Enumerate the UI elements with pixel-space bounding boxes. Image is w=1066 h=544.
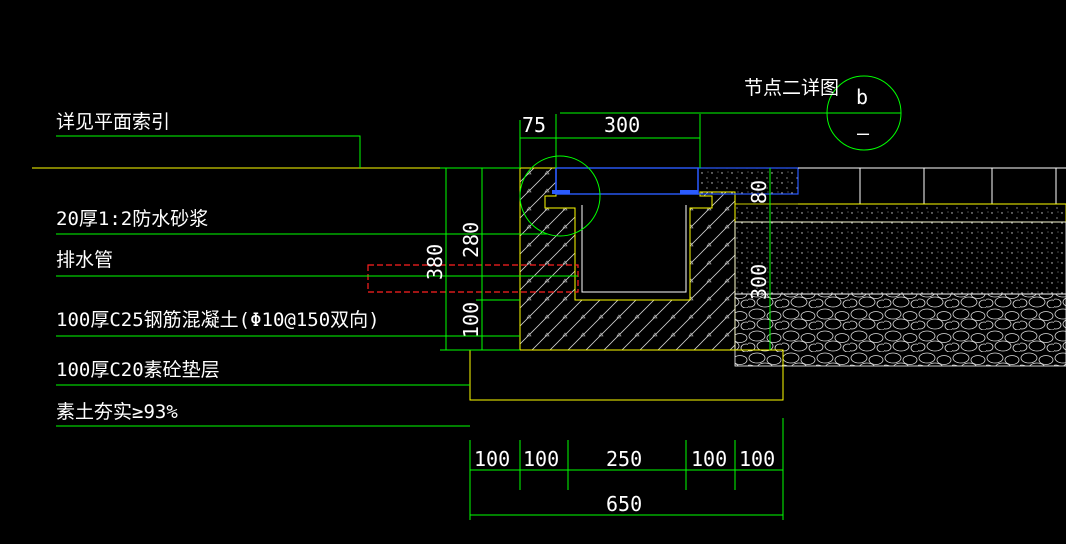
callout-waterproof-mortar: 20厚1:2防水砂浆: [56, 208, 208, 230]
callout-rc-concrete: 100厚C25钢筋混凝土(Φ10@150双向): [56, 309, 380, 331]
dim-bottom-seg-2: 100: [523, 447, 559, 471]
cover-support-right: [680, 190, 698, 194]
dim-bottom-seg-1: 100: [474, 447, 510, 471]
cover-support-left: [552, 190, 570, 194]
dim-height-total: 380: [423, 244, 447, 280]
detail-bubble-sub: –: [857, 121, 870, 145]
dim-bottom-seg-5: 100: [739, 447, 775, 471]
dim-cover: 80: [747, 180, 771, 204]
dim-right-depth: 300: [747, 264, 771, 300]
callout-plan-index-leader: [56, 135, 361, 168]
dim-base: 100: [459, 302, 483, 338]
channel-inner: [581, 205, 687, 293]
drain-pipe: [367, 264, 579, 293]
callout-plan-index: 详见平面索引: [56, 111, 170, 133]
detail-bubble-letter: b: [856, 85, 868, 109]
dim-height-inner: 280: [459, 222, 483, 258]
channel-body: [519, 167, 736, 351]
sand-layer: [734, 203, 1066, 223]
paving-block-2: [991, 167, 1057, 205]
cover-plate: [555, 167, 699, 195]
dim-bottom-seg-3: 250: [606, 447, 642, 471]
callout-compacted-soil: 素土夯实≥93%: [56, 401, 178, 423]
paving-block-1: [859, 167, 925, 205]
detail-title: 节点二详图: [744, 77, 839, 99]
gravel-layer: [734, 293, 1066, 367]
dim-top-left: 75: [522, 113, 546, 137]
callout-drain-pipe: 排水管: [56, 249, 113, 271]
paving-cap: [697, 167, 799, 195]
dim-bottom-seg-4: 100: [691, 447, 727, 471]
base-cushion: [469, 349, 784, 401]
callout-plain-concrete: 100厚C20素砼垫层: [56, 359, 220, 381]
concrete-layer: [734, 221, 1066, 295]
dim-top-main: 300: [604, 113, 640, 137]
dim-bottom-total: 650: [606, 492, 642, 516]
detail-circle: [519, 155, 601, 237]
